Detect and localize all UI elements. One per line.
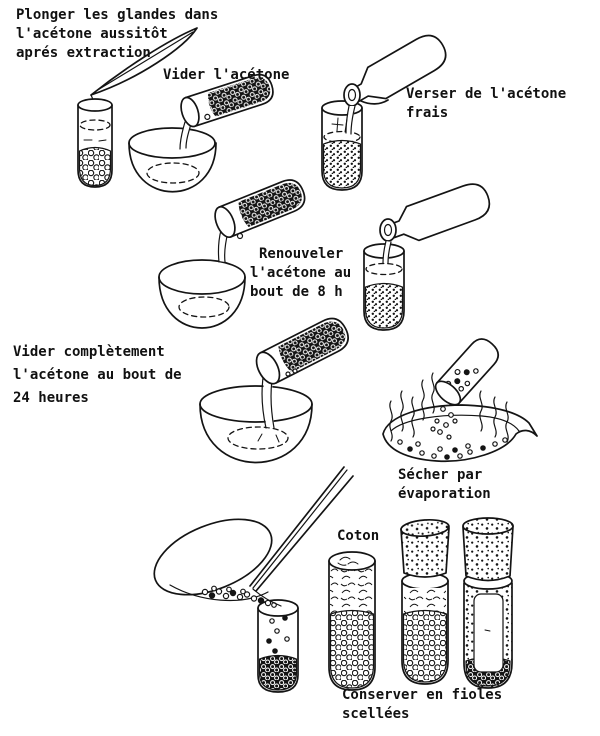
test-tube-drawing: [321, 100, 363, 191]
step2-empty-acetone-figure: [128, 73, 274, 193]
vial-contents: [258, 615, 298, 691]
label-line: Verser de l'acétone: [406, 86, 567, 102]
evaporating-dish-drawing: [382, 404, 538, 463]
tweezers-icon: [90, 27, 198, 105]
falling-granules: [430, 406, 458, 440]
label-line: frais: [406, 105, 449, 121]
step3-label: Verser de l'acétone frais: [406, 85, 566, 123]
label-line: Vider l'acétone: [163, 67, 290, 83]
label-line: évaporation: [398, 486, 491, 502]
drying-dish-drawing: [153, 518, 273, 602]
corked-vial-figure: [400, 518, 450, 685]
cork-stopper: [462, 517, 514, 582]
label-line: Vider complètement: [13, 344, 165, 360]
granules-in-dish: [397, 437, 508, 460]
step1-label: Plonger les glandes dans l'acétone aussi…: [16, 6, 218, 63]
label-line: bout de 8 h: [250, 284, 343, 300]
step4-renew-acetone-figure: [158, 179, 306, 329]
label-line: l'acétone au bout de: [13, 367, 182, 383]
vapor-lines: [389, 372, 509, 443]
bowl-drawing: [158, 259, 246, 329]
pour-stream: [382, 240, 392, 264]
label-line: Coton: [337, 528, 380, 544]
bowl-drawing: [199, 385, 313, 464]
label-line: Conserver en fioles: [342, 687, 503, 703]
step8-fill-vial-figure: [153, 466, 354, 693]
step2-label: Vider l'acétone: [163, 66, 289, 85]
label-line: 24 heures: [13, 390, 89, 406]
tilted-tube-drawing: [434, 338, 500, 406]
tweezers-icon: [249, 466, 354, 607]
step7-evaporation-figure: [382, 338, 538, 463]
pouring-tube-drawing: [180, 73, 274, 128]
sealed-vial-figure: [462, 517, 514, 689]
step5-label: Vider complètement l'acétone au bout de …: [13, 341, 182, 410]
test-tube-drawing: [77, 98, 113, 188]
label-line: aprés extraction: [16, 45, 151, 61]
pour-stream: [217, 229, 229, 263]
label-line: l'acétone au: [250, 265, 352, 281]
step1-immersion-figure: [77, 27, 198, 188]
pour-stream: [261, 377, 275, 429]
granule-trail: [201, 585, 277, 608]
step6-empty-completely-figure: [199, 317, 349, 464]
bowl-drawing: [128, 127, 217, 193]
label-line: Renouveler: [259, 246, 344, 262]
pour-stream: [345, 105, 356, 135]
cotton-label: Coton: [337, 527, 379, 546]
cork-stopper: [400, 518, 450, 578]
step6-label: Sécher par évaporation: [398, 466, 491, 504]
label-line: l'acétone aussitôt: [16, 26, 168, 42]
label-line: scellées: [342, 706, 410, 722]
pouring-tube-drawing: [255, 317, 349, 385]
label-line: Sécher par: [398, 467, 483, 483]
step4-label: Renouveler l'acétone au bout de 8 h: [250, 245, 351, 302]
step3-fresh-acetone-figure: [321, 34, 447, 191]
cotton-tube-figure: [328, 551, 376, 691]
label-line: Plonger les glandes dans: [16, 7, 219, 23]
step8-label: Conserver en fioles scellées: [342, 686, 502, 724]
bottle-drawing: [379, 183, 491, 242]
test-tube-drawing: [363, 243, 405, 331]
pouring-tube-drawing: [214, 179, 306, 239]
step5-refill-tube-figure: [363, 183, 491, 331]
